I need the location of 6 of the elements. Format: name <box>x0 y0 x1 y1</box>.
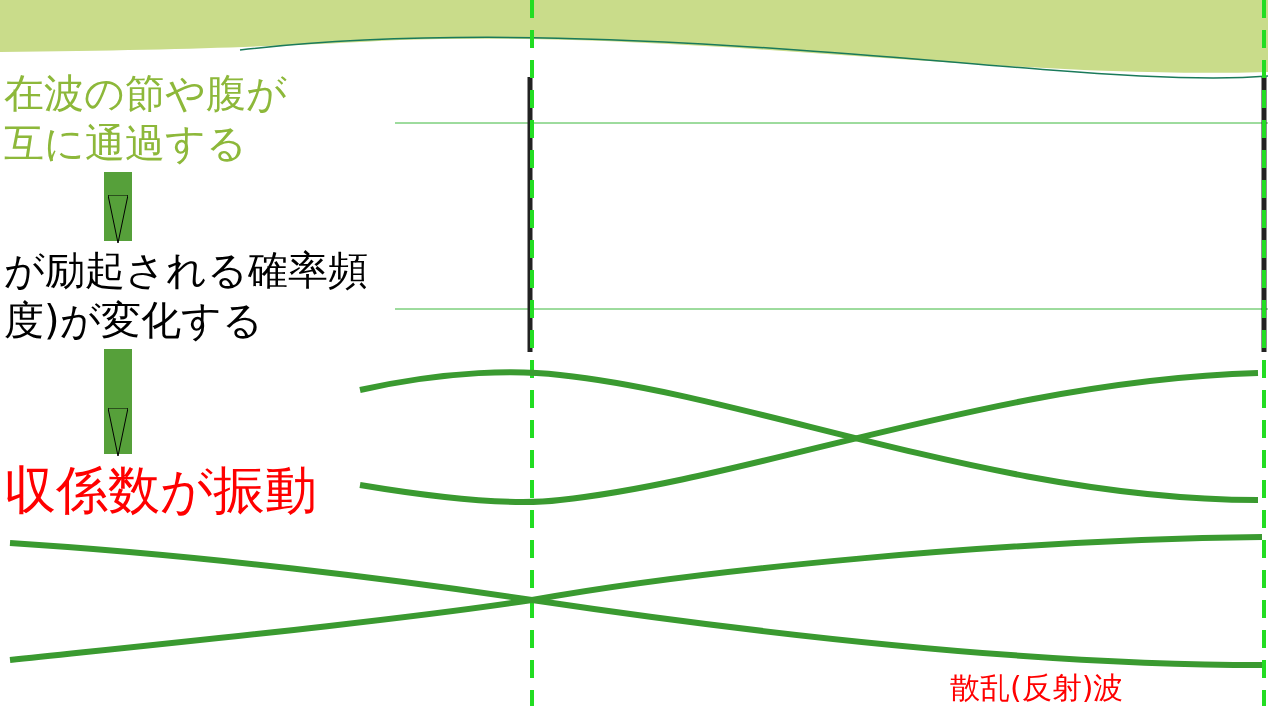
block-arrow <box>104 349 132 457</box>
block-arrow <box>104 172 132 244</box>
wave-label: 散乱(反射)波 <box>950 669 1124 706</box>
result-text: 収係数が振動 <box>4 458 344 523</box>
step-text: が励起される確率頻度)が変化する <box>4 245 374 345</box>
step-text: 在波の節や腹が互に通過する <box>4 68 304 168</box>
